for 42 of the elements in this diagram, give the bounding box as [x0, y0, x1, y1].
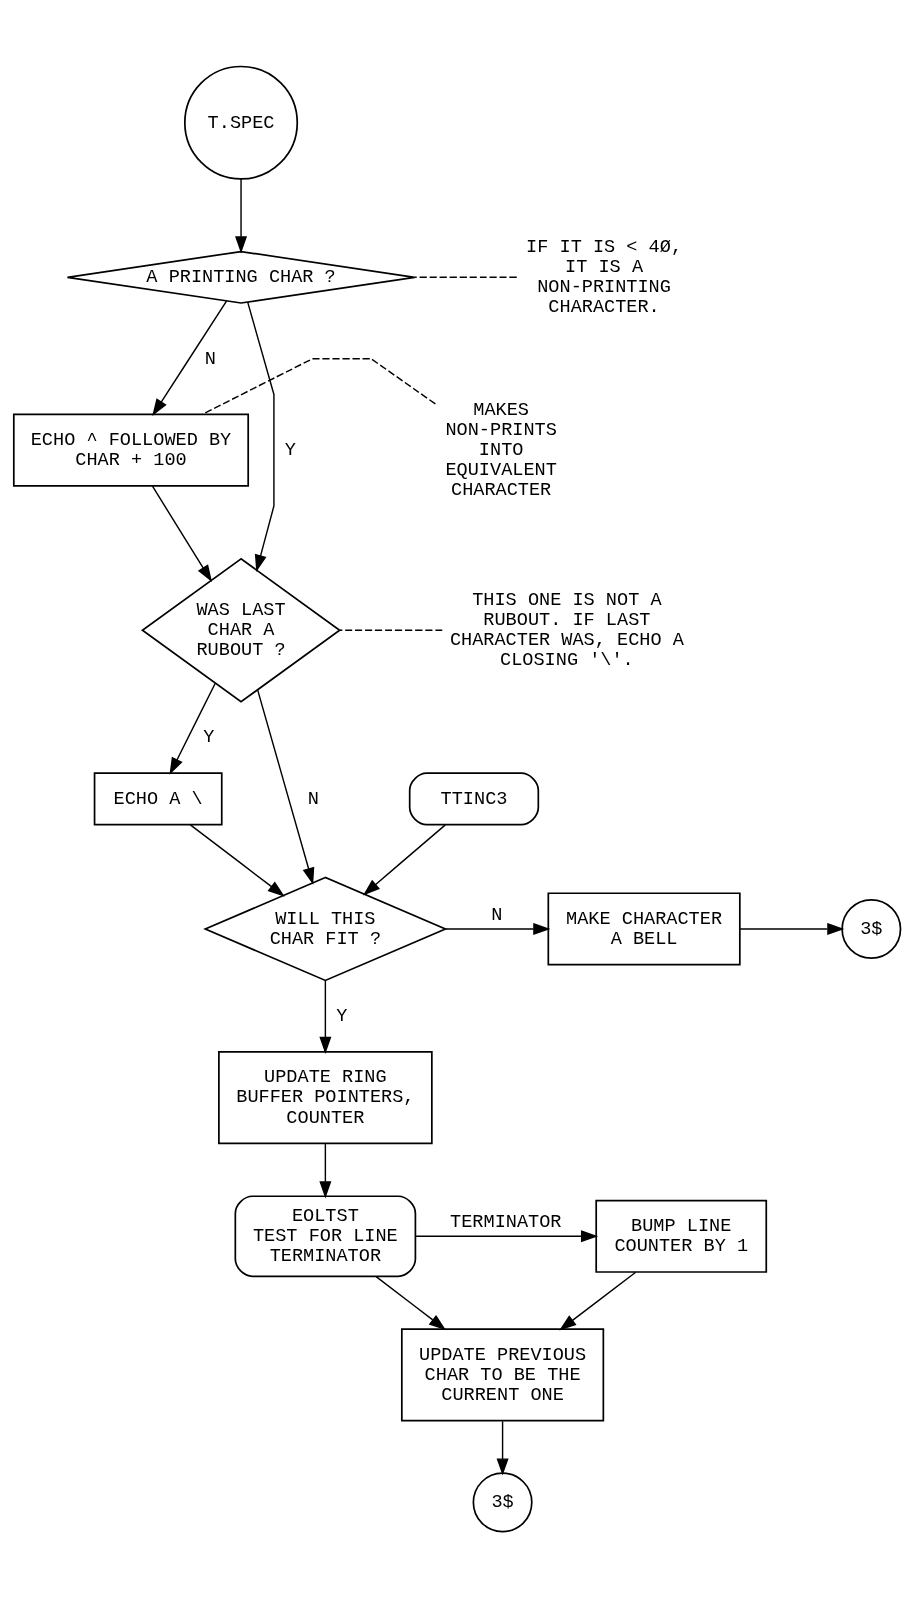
edge-label: Y [284, 440, 296, 462]
node-diamond: A PRINTING CHAR ? [66, 250, 416, 304]
node-circle: 3$ [472, 1472, 533, 1533]
node-box: UPDATE PREVIOUS CHAR TO BE THE CURRENT ONE [400, 1328, 605, 1422]
arrow [169, 682, 216, 775]
arrow [319, 979, 332, 1054]
edge-label: TERMINATOR [450, 1211, 562, 1233]
edge-label: N [307, 788, 319, 810]
arrow [559, 1271, 637, 1331]
arrow [375, 1275, 446, 1331]
node-text: MAKES NON-PRINTS INTO EQUIVALENT CHARACTER [445, 400, 557, 502]
node-text: IF IT IS < 4Ø, IT IS A NON-PRINTING CHARACTER. [526, 237, 683, 319]
edge-label: Y [203, 727, 215, 749]
node-text: THIS ONE IS NOT A RUBOUT. IF LAST CHARACTER WAS, ECHO A CLOSING '\'. [449, 590, 684, 672]
arrow [319, 1142, 332, 1199]
arrow [739, 922, 845, 935]
arrow [362, 824, 447, 896]
node-box: TTINC3 [408, 772, 540, 826]
node-diamond: WAS LAST CHAR A RUBOUT ? [140, 557, 342, 703]
node-box: ECHO A \ [93, 772, 223, 826]
arrow [152, 300, 228, 416]
arrow [189, 824, 285, 897]
arrow [414, 1230, 599, 1243]
connector [339, 629, 443, 631]
edge-label: N [491, 904, 503, 926]
node-box: MAKE CHARACTER A BELL [547, 892, 741, 966]
node-box: ECHO ^ FOLLOWED BY CHAR + 100 [12, 413, 250, 487]
arrow [151, 485, 212, 583]
node-circle: T.SPEC [183, 65, 299, 180]
arrow [445, 922, 551, 935]
node-box: EOLTST TEST FOR LINE TERMINATOR [234, 1195, 417, 1278]
node-box: BUMP LINE COUNTER BY 1 [595, 1199, 768, 1273]
node-circle: 3$ [841, 898, 902, 960]
connector [201, 358, 437, 416]
edge-label: N [204, 348, 216, 370]
arrow [246, 301, 275, 573]
node-box: UPDATE RING BUFFER POINTERS, COUNTER [218, 1051, 433, 1145]
arrow [235, 178, 248, 254]
arrow [496, 1420, 509, 1476]
edge-label: Y [336, 1006, 348, 1028]
arrow [257, 689, 315, 885]
connector [414, 276, 518, 278]
